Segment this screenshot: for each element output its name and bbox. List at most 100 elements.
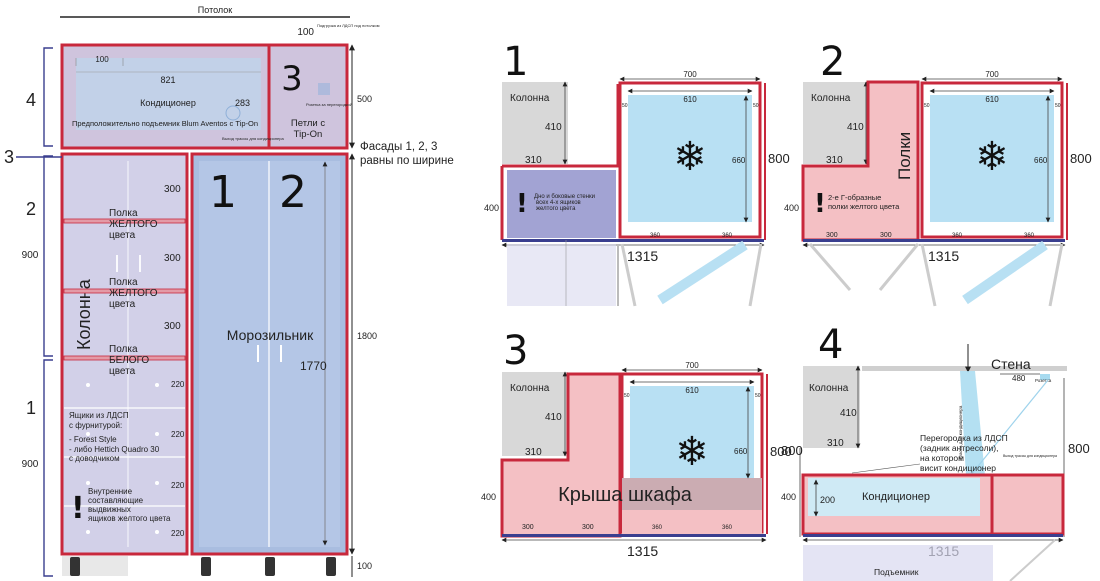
shelf-3	[63, 355, 186, 361]
plan-1-drawer	[507, 170, 616, 238]
dim-900-top: 900	[22, 250, 39, 261]
front-elevation: Потолок 100 Подгрузка из ЛДСП под потолк…	[4, 5, 454, 577]
plan-4-d800b: 800	[1068, 441, 1090, 456]
plan-4-d480: 480	[1012, 374, 1026, 383]
plan-1-d800: 800	[768, 151, 790, 166]
shelf-1	[63, 218, 186, 224]
plan-4-socket-icon	[1040, 374, 1050, 380]
plan-1-d660: 660	[732, 156, 746, 165]
section-3-label: 3	[4, 147, 14, 167]
plan-3-roof-label: Крыша шкафа	[558, 484, 693, 506]
plan-1-d360a: 360	[650, 233, 661, 239]
dim-100-inner: 100	[95, 55, 109, 64]
section-2-label: 2	[26, 199, 36, 219]
hose-note: Выход трассы для кондиционера	[222, 136, 284, 141]
plan-4-hose-label: Трасса для кондиционера	[958, 405, 963, 460]
plan-2-d700: 700	[985, 70, 999, 79]
shelf2-l3: цвета	[109, 299, 136, 310]
plan-4-partition-l4: висит кондиционер	[920, 463, 996, 473]
plan-3-d800: 800	[770, 444, 792, 459]
plan-1-note-l2: всех 4-х ящиков	[536, 200, 581, 206]
plan-2-d610: 610	[985, 95, 999, 104]
plan-3-d400: 400	[481, 492, 496, 502]
socket-note: Розетка за перегородкой	[306, 102, 352, 107]
shelf3-l2: БЕЛОГО	[109, 355, 149, 366]
ac-label: Кондиционер	[140, 98, 196, 108]
ceiling-gap-note: Подгрузка из ЛДСП под потолком	[317, 23, 380, 28]
tipon-line2: Tip-On	[294, 129, 323, 140]
plan-3-d610: 610	[685, 386, 699, 395]
plan-2-column-label: Колонна	[811, 93, 851, 104]
plan-1-freezer	[628, 95, 752, 222]
plan-4-d200: 200	[820, 495, 835, 505]
shelf-2	[63, 288, 186, 294]
shelf1-l3: цвета	[109, 230, 136, 241]
cabinet-feet	[70, 557, 336, 576]
plan-2-d50b: 50	[1055, 103, 1061, 109]
plan-3-d660: 660	[734, 447, 748, 456]
dim-1800: 1800	[357, 331, 377, 341]
shelf1-l1: Полка	[109, 208, 138, 219]
plan-2-d300b: 300	[880, 232, 892, 239]
plan-3-freezer	[630, 386, 754, 478]
dim-1770: 1770	[300, 359, 327, 373]
inner-note-l2: составляющие	[88, 496, 144, 505]
plan-1-column-label: Колонна	[510, 93, 550, 104]
plan-4-partition-l2: (задник антресоли),	[920, 443, 999, 453]
shelf1-l2: ЖЕЛТОГО	[109, 219, 158, 230]
plan-4-lift-label: Подъемник	[874, 567, 919, 577]
plan-4-hose-out-label: Выход трассы для кондиционера	[1003, 454, 1057, 458]
drawer-height-2: 220	[171, 430, 185, 439]
plan-1-column	[502, 82, 568, 164]
facades-note-line2: равны по ширине	[360, 155, 454, 167]
plan-4-ac-label: Кондиционер	[862, 491, 930, 503]
plan-2-note-l2: полки желтого цвета	[828, 202, 900, 211]
plan-2: 2 Колонна 410 310 Полки ❄ 700 610 50 50 …	[784, 39, 1092, 307]
plan-2-d660: 660	[1034, 156, 1048, 165]
plan-2-d410: 410	[847, 122, 864, 133]
plan-3-d50a: 50	[624, 393, 630, 399]
plan-2-snowflake-icon: ❄	[975, 134, 1009, 180]
drawer-height-4: 220	[171, 529, 185, 538]
plan-3-d700: 700	[685, 361, 699, 370]
section-4-label: 4	[26, 90, 36, 110]
plan-1-d410: 410	[545, 122, 562, 133]
dim-821: 821	[160, 75, 175, 85]
drawers-note-l1: Ящики из ЛДСП	[69, 411, 129, 420]
plan-2-warning-icon: !	[814, 189, 826, 219]
plan-2-d310: 310	[826, 155, 843, 166]
plan-3-d1315: 1315	[627, 543, 658, 559]
plan-3-column-label: Колонна	[510, 383, 550, 394]
plan-2-shelves-label: Полки	[895, 132, 914, 180]
plan-2-note-l1: 2-е Г-образные	[828, 193, 881, 202]
door-3-number: 3	[281, 59, 303, 99]
plan-4-ac-unit	[808, 478, 980, 516]
door-1-number: 1	[209, 167, 237, 218]
plan-4-d400: 400	[781, 492, 796, 502]
plan-4-wall	[862, 366, 1067, 371]
plan-4-lift	[803, 545, 993, 581]
plan-3: 3 Колонна 410 310 ❄ Крыша шкафа 700 610 …	[481, 328, 792, 559]
plan-2-d300a: 300	[826, 232, 838, 239]
dim-100-plinth: 100	[357, 561, 372, 571]
plan-4-hose-channel	[960, 371, 985, 476]
plan-2-d1315: 1315	[928, 248, 959, 264]
freezer-label: Морозильник	[227, 327, 314, 343]
socket-icon	[318, 83, 330, 95]
plan-1: 1 Колонна 410 310 ❄ 700 610 50 50 660 80…	[484, 39, 790, 307]
plan-4-socket-label: Розетка	[1035, 378, 1052, 383]
plan-3-snowflake-icon: ❄	[675, 429, 709, 475]
plan-3-d300b: 300	[582, 524, 594, 531]
tipon-line1: Петли с	[291, 118, 325, 129]
plan-4-d410: 410	[840, 408, 857, 419]
dim-283: 283	[235, 98, 250, 108]
plan-3-d310: 310	[525, 447, 542, 458]
plan-1-warning-icon: !	[516, 189, 528, 219]
plan-2-d360a: 360	[952, 233, 963, 239]
plan-4-column	[803, 366, 860, 448]
plan-2-d360b: 360	[1024, 233, 1035, 239]
hose-outlet-icon	[225, 105, 241, 121]
plan-1-snowflake-icon: ❄	[673, 134, 707, 180]
door-2-number: 2	[279, 167, 307, 218]
